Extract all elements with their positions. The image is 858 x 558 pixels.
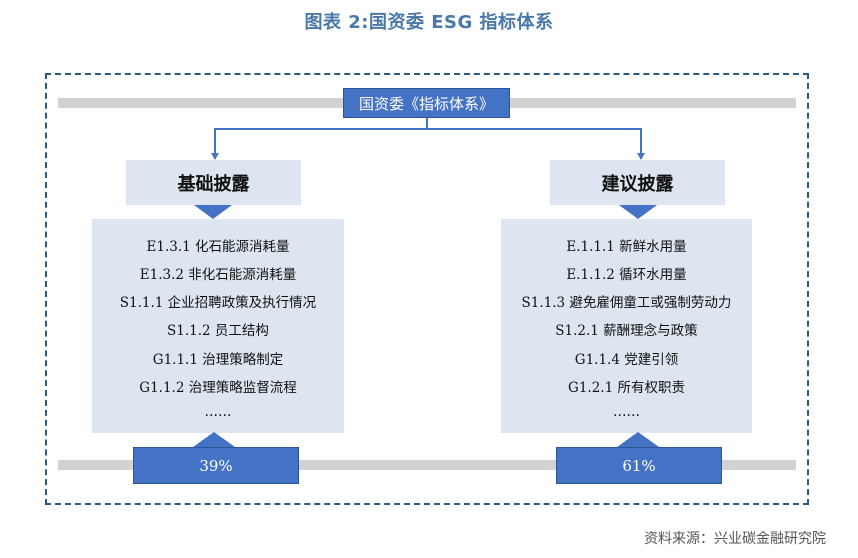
list-item: E1.3.2 非化石能源消耗量 [139, 267, 297, 283]
list-item: S1.1.2 员工结构 [167, 323, 269, 339]
list-item: …… [613, 404, 640, 420]
root-connector-stem [426, 118, 428, 129]
diagram-frame [45, 73, 809, 505]
basic-disclosure-list: E1.3.1 化石能源消耗量 E1.3.2 非化石能源消耗量 S1.1.1 企业… [92, 219, 344, 433]
right-arrowhead-icon [637, 153, 645, 160]
list-item: E1.3.1 化石能源消耗量 [146, 239, 290, 255]
list-item: E.1.1.2 循环水用量 [566, 267, 687, 283]
list-item: …… [204, 404, 232, 420]
basic-disclosure-percent: 39% [133, 447, 299, 484]
list-item: S1.1.3 避免雇佣童工或强制劳动力 [521, 295, 732, 311]
figure-title: 图表 2:国资委 ESG 指标体系 [304, 12, 554, 33]
left-arrowhead-icon [211, 153, 219, 160]
list-item: S1.2.1 薪酬理念与政策 [555, 323, 698, 339]
root-node: 国资委《指标体系》 [343, 88, 510, 118]
list-item: G1.1.2 治理策略监督流程 [139, 380, 297, 396]
basic-disclosure-heading: 基础披露 [126, 160, 301, 205]
source-note: 资料来源：兴业碳金融研究院 [644, 531, 826, 547]
left-up-triangle-icon [193, 432, 235, 447]
left-connector-drop [214, 128, 216, 155]
left-down-triangle-icon [194, 205, 232, 219]
suggested-disclosure-percent: 61% [556, 447, 722, 484]
list-item: G1.1.1 治理策略制定 [152, 352, 284, 368]
right-connector-drop [640, 128, 642, 155]
list-item: G1.2.1 所有权职责 [568, 380, 685, 396]
bottom-gray-rail [58, 460, 796, 470]
list-item: S1.1.1 企业招聘政策及执行情况 [119, 295, 317, 311]
root-connector-horizontal [214, 128, 641, 130]
list-item: E.1.1.1 新鲜水用量 [566, 239, 687, 255]
suggested-disclosure-heading: 建议披露 [550, 160, 725, 205]
right-down-triangle-icon [619, 205, 657, 219]
list-item: G1.1.4 党建引领 [574, 352, 679, 368]
suggested-disclosure-list: E.1.1.1 新鲜水用量 E.1.1.2 循环水用量 S1.1.3 避免雇佣童… [501, 219, 752, 433]
right-up-triangle-icon [617, 432, 659, 447]
